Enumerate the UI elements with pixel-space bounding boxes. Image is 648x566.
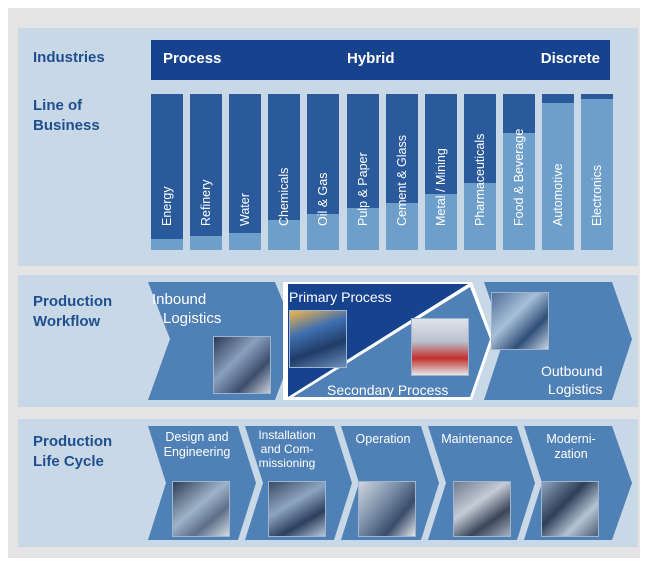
lob-bar-metal-mining: Metal / Mining xyxy=(424,94,457,250)
operation-photo xyxy=(358,481,416,537)
industries-bar: Process Hybrid Discrete xyxy=(151,40,610,80)
lob-label-line2: Business xyxy=(33,117,100,134)
stage-maintenance-text: Maintenance xyxy=(428,432,526,447)
lob-bar-oil-gas: Oil & Gas xyxy=(307,94,340,250)
industry-hybrid: Hybrid xyxy=(347,50,395,67)
lob-bar-fill xyxy=(542,103,574,250)
life-cycle-label: Production Life Cycle xyxy=(33,432,112,472)
stage-design-line2: Engineering xyxy=(163,445,231,459)
industries-label: Industries xyxy=(33,49,105,66)
stage-modernization-line2: zation xyxy=(554,447,588,461)
stage-design-text: Design and Engineering xyxy=(150,430,244,460)
design-photo xyxy=(172,481,230,537)
industry-process: Process xyxy=(163,50,222,67)
lob-bar-label: Water xyxy=(238,193,253,226)
stage-modernization-text: Moderni- zation xyxy=(532,432,610,462)
lob-bar-electronics: Electronics xyxy=(581,94,614,250)
stage-design-line1: Design and xyxy=(165,430,229,444)
lob-bar-food-beverage: Food & Beverage xyxy=(502,94,535,250)
stage-installation-line3: missioning xyxy=(258,456,316,470)
lob-bar-fill xyxy=(268,220,301,250)
workflow-label-line1: Production xyxy=(33,293,113,310)
lob-bar-label: Automotive xyxy=(551,163,565,226)
lob-bar-label: Refinery xyxy=(199,179,214,226)
stage-operation-line1: Operation xyxy=(355,432,411,446)
lob-bar-cement-glass: Cement & Glass xyxy=(385,94,418,250)
lob-bar-label: Pharmaceuticals xyxy=(472,133,487,226)
lob-bar-label: Cement & Glass xyxy=(394,134,409,226)
secondary-process-photo xyxy=(411,318,469,376)
lob-bar-fill xyxy=(190,235,223,250)
stage-maintenance-line1: Maintenance xyxy=(441,432,513,446)
lob-bar-fill xyxy=(229,232,262,250)
lob-bar-chemicals: Chemicals xyxy=(268,94,301,250)
primary-process-photo xyxy=(289,310,347,368)
outbound-line1: Outbound xyxy=(541,363,603,379)
modernization-photo xyxy=(541,481,599,537)
line-of-business-label: Line of Business xyxy=(33,96,100,136)
outbound-line2: Logistics xyxy=(548,381,603,397)
lob-label-line1: Line of xyxy=(33,97,83,114)
primary-process-text: Primary Process xyxy=(289,289,392,305)
lob-bar-automotive: Automotive xyxy=(542,94,574,250)
lob-bar-pharmaceuticals: Pharmaceuticals xyxy=(463,94,496,250)
life-cycle-label-line1: Production xyxy=(33,433,113,450)
inbound-line1: Inbound xyxy=(152,291,207,308)
stage-installation-line2: and Com- xyxy=(260,442,314,456)
workflow-label: Production Workflow xyxy=(33,292,112,332)
lob-bar-label: Metal / Mining xyxy=(433,148,448,226)
lob-bar-pulp-paper: Pulp & Paper xyxy=(346,94,379,250)
lob-bar-label: Pulp & Paper xyxy=(355,152,370,226)
lob-bar-water: Water xyxy=(229,94,262,250)
secondary-process-text: Secondary Process xyxy=(327,382,449,398)
inbound-logistics-text: Inbound Logistics xyxy=(152,290,221,328)
outbound-photo xyxy=(491,292,549,350)
stage-operation-text: Operation xyxy=(344,432,422,447)
lob-bar-label: Energy xyxy=(160,186,174,226)
lob-bar-label: Electronics xyxy=(590,164,605,226)
lob-bar-label: Oil & Gas xyxy=(316,172,331,227)
life-cycle-label-line2: Life Cycle xyxy=(33,453,104,470)
maintenance-photo xyxy=(453,481,511,537)
stage-modernization-line1: Moderni- xyxy=(546,432,596,446)
lob-bar-fill xyxy=(502,133,535,250)
lob-bar-refinery: Refinery xyxy=(190,94,223,250)
lob-bar-fill xyxy=(151,239,183,250)
stage-installation-line1: Installation xyxy=(258,428,316,442)
stage-installation-text: Installation and Com- missioning xyxy=(246,428,328,470)
industry-discrete: Discrete xyxy=(540,50,600,67)
installation-photo xyxy=(268,481,326,537)
lob-bar-fill xyxy=(463,182,496,250)
lob-bar-energy: Energy xyxy=(151,94,183,250)
lob-bar-label: Food & Beverage xyxy=(511,128,526,226)
lob-bar-label: Chemicals xyxy=(277,167,292,226)
lob-bar-fill xyxy=(424,193,457,250)
lob-bar-fill xyxy=(385,203,418,250)
workflow-label-line2: Workflow xyxy=(33,313,101,330)
inbound-line2: Logistics xyxy=(163,310,222,327)
inbound-photo xyxy=(213,336,271,394)
outbound-logistics-text: Outbound Logistics xyxy=(541,362,603,398)
lob-bar-fill xyxy=(346,207,379,250)
lob-bar-fill xyxy=(581,98,614,250)
lob-bar-fill xyxy=(307,214,340,250)
